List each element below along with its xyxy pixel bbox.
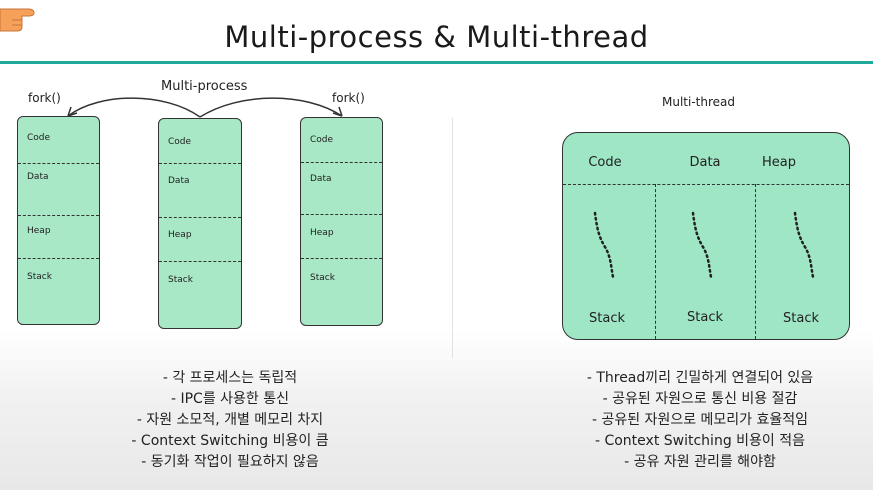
process-block-1: Code Data Heap Stack	[17, 116, 100, 325]
fork-arrowhead-right	[332, 106, 343, 117]
segment-code-label: Code	[168, 137, 192, 147]
segment-divider	[18, 163, 99, 164]
segment-divider	[301, 214, 382, 215]
multi-thread-bullets: - Thread끼리 긴밀하게 연결되어 있음 - 공유된 자원으로 통신 비용…	[520, 368, 873, 473]
process-block-3: Code Data Heap Stack	[300, 117, 383, 326]
segment-heap-label: Heap	[27, 226, 51, 236]
shared-heap-label: Heap	[762, 155, 796, 170]
fork-arrowhead-left	[67, 106, 78, 117]
multi-process-bullets: - 각 프로세스는 독립적 - IPC를 사용한 통신 - 자원 소모적, 개별…	[60, 368, 400, 473]
thread-1-stack-label: Stack	[589, 311, 625, 326]
segment-data-label: Data	[310, 174, 332, 184]
segment-divider	[159, 163, 241, 164]
segment-stack-label: Stack	[168, 275, 193, 285]
segment-divider	[18, 258, 99, 259]
thread-2-icon	[691, 211, 713, 279]
list-item: - 동기화 작업이 필요하지 않음	[141, 454, 319, 470]
title-underline	[0, 61, 873, 64]
segment-stack-label: Stack	[310, 273, 335, 283]
page-title: Multi-process & Multi-thread	[224, 20, 649, 54]
shared-divider	[563, 184, 849, 185]
segment-stack-label: Stack	[27, 272, 52, 282]
segment-divider	[301, 162, 382, 163]
thread-1-icon	[593, 211, 615, 279]
segment-divider	[159, 261, 241, 262]
segment-data-label: Data	[168, 176, 190, 186]
segment-divider	[159, 217, 241, 218]
list-item: - 자원 소모적, 개별 메모리 차지	[136, 412, 324, 428]
list-item: - 공유 자원 관리를 해야함	[624, 454, 776, 470]
multi-process-heading: Multi-process	[161, 79, 248, 94]
thread-3-icon	[793, 211, 815, 279]
list-item: - Context Switching 비용이 적음	[594, 433, 806, 449]
list-item: - 공유된 자원으로 통신 비용 절감	[602, 391, 798, 407]
thread-3-stack-label: Stack	[783, 311, 819, 326]
fork-right-label: fork()	[332, 91, 365, 105]
list-item: - Thread끼리 긴밀하게 연결되어 있음	[586, 370, 814, 386]
segment-code-label: Code	[27, 133, 51, 143]
process-block-2: Code Data Heap Stack	[158, 118, 242, 329]
segment-code-label: Code	[310, 135, 334, 145]
segment-data-label: Data	[27, 172, 49, 182]
segment-heap-label: Heap	[168, 230, 192, 240]
segment-heap-label: Heap	[310, 228, 334, 238]
section-divider	[452, 118, 453, 358]
pointing-hand-icon	[0, 8, 35, 32]
fork-arrow-right	[199, 97, 343, 118]
thread-process-block: Code Data Heap Stack Stack Stack	[562, 132, 850, 340]
list-item: - IPC를 사용한 통신	[170, 391, 290, 407]
multi-thread-heading: Multi-thread	[662, 95, 735, 109]
fork-arrow-left	[67, 97, 201, 118]
list-item: - 공유된 자원으로 메모리가 효율적임	[591, 412, 809, 428]
segment-divider	[301, 258, 382, 259]
shared-code-label: Code	[588, 155, 622, 170]
shared-data-label: Data	[689, 155, 721, 170]
thread-divider	[655, 184, 656, 339]
fork-left-label: fork()	[28, 91, 61, 105]
list-item: - Context Switching 비용이 큼	[131, 433, 329, 449]
list-item: - 각 프로세스는 독립적	[162, 370, 298, 386]
segment-divider	[18, 215, 99, 216]
thread-2-stack-label: Stack	[687, 310, 723, 325]
thread-divider	[755, 184, 756, 339]
